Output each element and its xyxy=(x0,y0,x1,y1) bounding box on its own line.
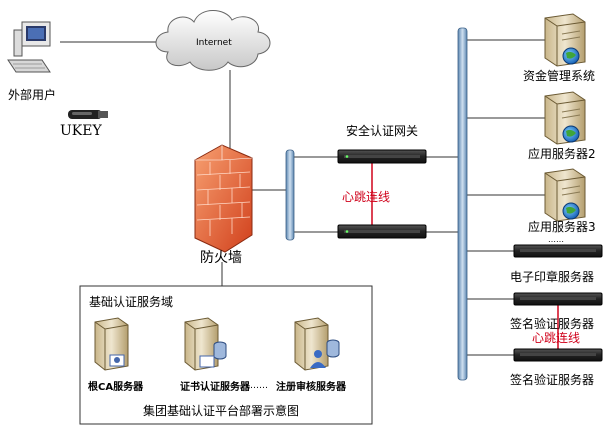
connection-lines xyxy=(60,39,545,356)
server-icon-root-ca xyxy=(94,317,129,371)
internet-cloud-icon xyxy=(155,10,271,71)
firewall-label: 防火墙 xyxy=(200,250,242,266)
rack-server-verify1 xyxy=(513,292,603,306)
app-server3-label: 应用服务器3 xyxy=(528,220,596,234)
ukey-icon xyxy=(68,110,108,119)
left-bus xyxy=(285,149,295,241)
server-icon-reg-review xyxy=(294,317,340,371)
server-icon-cert-auth xyxy=(184,317,227,371)
gateway-device-bottom xyxy=(337,224,427,239)
right-bus xyxy=(457,27,468,381)
internet-label: Internet xyxy=(196,38,232,48)
heartbeat-label-bottom: 心跳连线 xyxy=(532,331,581,345)
domain-title: 基础认证服务域 xyxy=(89,295,174,309)
heartbeat-label-top: 心跳连线 xyxy=(342,190,391,204)
reg-review-label: 注册审核服务器 xyxy=(276,382,346,393)
ellipsis-mid: …… xyxy=(250,381,268,391)
root-ca-label: 根CA服务器 xyxy=(88,382,144,393)
rack-server-verify2 xyxy=(513,348,603,362)
gateway-label: 安全认证网关 xyxy=(346,124,419,138)
app-server2-label: 应用服务器2 xyxy=(528,147,596,161)
server-icon-app2 xyxy=(544,91,586,145)
sign-verify2-label: 签名验证服务器 xyxy=(510,373,595,387)
computer-icon xyxy=(7,21,51,73)
fund-system-label: 资金管理系统 xyxy=(523,69,596,83)
external-user-label: 外部用户 xyxy=(8,88,57,102)
sign-verify1-label: 签名验证服务器 xyxy=(510,317,595,331)
rack-server-eseal xyxy=(513,244,603,258)
server-icon-app3 xyxy=(544,168,586,222)
server-icon-fund xyxy=(544,13,586,67)
firewall-icon xyxy=(194,144,253,253)
cert-auth-label: 证书认证服务器 xyxy=(180,382,250,393)
gateway-device-top xyxy=(337,149,427,164)
caption: 集团基础认证平台部署示意图 xyxy=(143,404,300,418)
ukey-label: UKEY xyxy=(60,123,102,139)
ellipsis-right: …… xyxy=(548,235,564,244)
e-seal-label: 电子印章服务器 xyxy=(510,270,595,284)
